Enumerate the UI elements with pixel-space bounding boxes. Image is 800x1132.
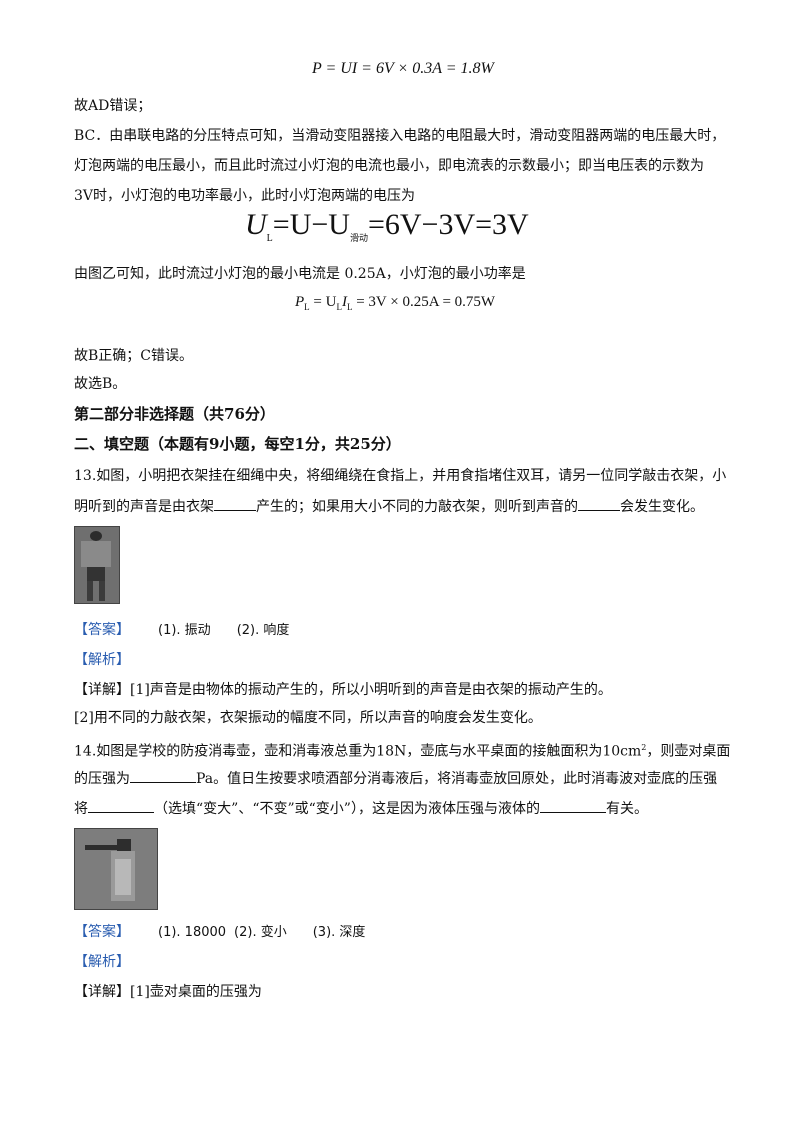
- section-fill-heading: 二、填空题（本题有9小题，每空1分，共25分）: [74, 435, 401, 453]
- q13-answer-1: (1). 振动: [158, 623, 211, 638]
- q13-detail-1: 【详解】[1]声音是由物体的振动产生的，所以小明听到的声音是由衣架的振动产生的。: [74, 680, 612, 700]
- q14-answer: 【答案】 (1). 18000 (2). 变小 (3). 深度: [74, 922, 365, 943]
- q14-line2-a: 的压强为: [74, 771, 130, 787]
- text-bc-para-3: 3V时，小灯泡的电功率最小，此时小灯泡两端的电压为: [74, 188, 416, 204]
- q13-clothes-hanger-photo: [74, 526, 120, 604]
- formula2-u: U: [245, 208, 267, 241]
- formula2-sub-slide: 滑动: [349, 233, 368, 243]
- formula3-p: P: [295, 294, 305, 310]
- text-b-correct: 故B正确；C错误。: [74, 348, 193, 364]
- q13-blank-2: [578, 496, 620, 511]
- text-choose-b: 故选B。: [74, 376, 127, 392]
- q13-line2-b: 产生的；如果用大小不同的力敲衣架，则听到声音的: [256, 499, 578, 515]
- formula3-eq1: = U: [309, 294, 337, 310]
- q13-line-2: 明听到的声音是由衣架 产生的；如果用大小不同的力敲衣架，则听到声音的 会发生变化。: [74, 496, 704, 517]
- formula-power: P = UI = 6V × 0.3A = 1.8W: [312, 60, 494, 77]
- text-fig-b: 由图乙可知，此时流过小灯泡的最小电流是 0.25A，小灯泡的最小功率是: [74, 266, 526, 282]
- formula3-rest: = 3V × 0.25A = 0.75W: [352, 294, 496, 310]
- q14-blank-2: [88, 798, 154, 813]
- formula3-sub-l3: L: [346, 302, 353, 312]
- q14-analysis-tag: 【解析】: [74, 954, 130, 970]
- formula3-sub-l1: L: [304, 302, 310, 312]
- q14-disinfectant-sprayer-photo: [74, 828, 158, 910]
- q13-line2-c: 会发生变化。: [620, 499, 704, 515]
- formula3-sub-l2: L: [336, 302, 342, 312]
- q13-detail-tag: 【详解】: [74, 682, 130, 698]
- formula2-rest-a: =U−U: [272, 208, 350, 241]
- q14-blank-1: [130, 768, 196, 783]
- formula-min-power: PL = ULIL = 3V × 0.25A = 0.75W: [295, 294, 495, 312]
- q14-line2-b: Pa。值日生按要求喷酒部分消毒液后，将消毒壶放回原处，此时消毒波对壶底的压强: [196, 771, 718, 787]
- text-bc-para-1: BC．由串联电路的分压特点可知，当滑动变阻器接入电路的电阻最大时，滑动变阻器两端…: [74, 128, 726, 144]
- q14-line1-b: ，则壶对桌面: [646, 743, 731, 760]
- q13-detail-text-1: [1]声音是由物体的振动产生的，所以小明听到的声音是由衣架的振动产生的。: [130, 682, 612, 698]
- formula2-sub-l: L: [266, 233, 273, 244]
- q14-line-3: 将 （选填“变大”、“不变”或“变小”），这是因为液体压强与液体的 有关。: [74, 798, 648, 819]
- q13-line2-a: 明听到的声音是由衣架: [74, 499, 214, 515]
- formula-lamp-voltage: UL=U−U滑动=6V−3V=3V: [245, 208, 529, 244]
- q14-blank-3: [539, 798, 606, 813]
- q14-line-1: 14.如图是学校的防疫消毒壶，壶和消毒液总重为18N，壶底与水平桌面的接触面积为…: [74, 738, 730, 762]
- q14-answer-tag: 【答案】: [74, 924, 130, 940]
- q14-line1-a: 14.如图是学校的防疫消毒壶，壶和消毒液总重为18N，壶底与水平桌面的接触面积为…: [74, 743, 642, 760]
- q13-blank-1: [214, 496, 256, 511]
- q14-line-2: 的压强为 Pa。值日生按要求喷酒部分消毒液后，将消毒壶放回原处，此时消毒波对壶底的…: [74, 768, 717, 789]
- q14-detail-tag: 【详解】: [74, 984, 130, 1000]
- q13-line-1: 13.如图，小明把衣架挂在细绳中央，将细绳绕在食指上，并用食指堵住双耳，请另一位…: [74, 468, 727, 484]
- q14-answer-1: (1). 18000: [158, 925, 227, 940]
- q14-line3-a: 将: [74, 801, 88, 817]
- q14-detail-1: 【详解】[1]壶对桌面的压强为: [74, 982, 262, 1002]
- text-ad-wrong: 故AD错误；: [74, 98, 152, 114]
- section-part2-heading: 第二部分非选择题（共76分）: [74, 405, 275, 423]
- q14-line1-sup: 2: [641, 743, 647, 752]
- q13-answer-2: (2). 响度: [236, 623, 290, 638]
- q14-answer-3: (3). 深度: [312, 925, 366, 940]
- formula2-rest-b: =6V−3V=3V: [367, 208, 529, 241]
- text-bc-para-2: 灯泡两端的电压最小，而且此时流过小灯泡的电流也最小，即电流表的示数最小；即当电压…: [74, 158, 704, 174]
- formula3-i: I: [341, 294, 347, 310]
- q14-line3-b: （选填“变大”、“不变”或“变小”），这是因为液体压强与液体的: [154, 801, 540, 817]
- q14-line3-c: 有关。: [605, 801, 648, 817]
- q13-detail-2: [2]用不同的力敲衣架，衣架振动的幅度不同，所以声音的响度会发生变化。: [74, 710, 542, 726]
- q13-answer-tag: 【答案】: [74, 622, 130, 638]
- q14-detail-text-1: [1]壶对桌面的压强为: [130, 984, 262, 1000]
- q13-analysis-tag: 【解析】: [74, 652, 130, 668]
- q14-answer-2: (2). 变小: [234, 925, 287, 940]
- q13-answer: 【答案】 (1). 振动 (2). 响度: [74, 620, 289, 641]
